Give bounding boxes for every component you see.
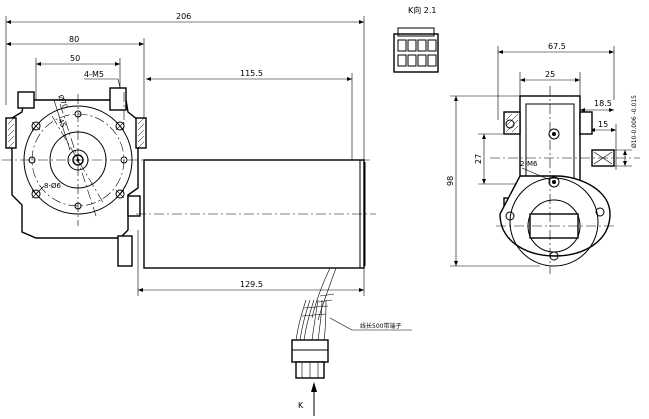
side-motor-circle — [509, 177, 599, 267]
bolt-hole — [31, 121, 41, 131]
label-view-k: K — [298, 401, 304, 410]
label-thread-holes-front: 4-M5 — [84, 70, 104, 79]
dim-overall-length: 206 — [176, 12, 191, 21]
label-45: 45 — [56, 117, 67, 128]
label-shaft-tolerance: Ø10-0.006 -0.015 — [631, 95, 638, 148]
connector-pin — [427, 54, 437, 67]
connector-pin — [417, 54, 427, 67]
side-bolt-hole — [505, 119, 515, 129]
dim-overall-body-length: 129.5 — [240, 280, 263, 289]
dim-bolt-spacing: 50 — [70, 54, 80, 63]
boss-bottom-left — [17, 91, 35, 109]
connector-pin — [407, 54, 417, 67]
flange-step — [127, 195, 141, 217]
bolt-hole — [31, 189, 41, 199]
connector-pin — [417, 39, 427, 52]
connector-pin — [397, 54, 407, 67]
connector-pin — [397, 39, 407, 52]
boss-bottom — [117, 235, 133, 267]
dim-slot-width: 25 — [545, 70, 555, 79]
cable-bundle — [295, 267, 337, 341]
gearbox-housing — [11, 99, 139, 239]
dim-side-height: 98 — [446, 176, 455, 186]
front-view: 206 80 50 4-M5 115.5 — [2, 12, 412, 416]
side-view: 67.5 25 18.5 15 Ø10-0.006 -0.015 98 — [446, 42, 640, 274]
dim-hole-spacing: 27 — [474, 154, 483, 164]
side-thread-hole — [548, 128, 560, 140]
side-bolt-hole — [595, 207, 605, 217]
label-hole-count: 8-Ø6 — [44, 182, 61, 190]
dim-side-width: 67.5 — [548, 42, 566, 51]
connector-view: K向 2.1 — [393, 5, 439, 73]
dim-flange-width: 80 — [69, 35, 79, 44]
side-bolt-hole — [505, 211, 515, 221]
bolt-hole — [120, 156, 128, 164]
connector-pin — [427, 39, 437, 52]
label-connector-view: K向 2.1 — [408, 5, 437, 15]
dim-body-length: 115.5 — [240, 69, 263, 78]
side-thread-hole — [548, 176, 560, 188]
cable-connector — [291, 339, 329, 363]
label-thread-holes-side: 2-M6 — [520, 160, 538, 168]
side-mount-right — [579, 111, 593, 135]
boss-top — [109, 87, 127, 111]
side-mount-left — [503, 111, 521, 135]
hatch-left — [7, 117, 15, 149]
label-cable-note: 线长500带端子 — [360, 322, 401, 330]
connector-pin — [407, 39, 417, 52]
bolt-hole — [115, 189, 125, 199]
dim-shaft-offset: 18.5 — [594, 99, 612, 108]
bolt-hole — [115, 121, 125, 131]
hatch-right — [137, 117, 145, 149]
dim-shaft-length: 15 — [598, 120, 608, 129]
